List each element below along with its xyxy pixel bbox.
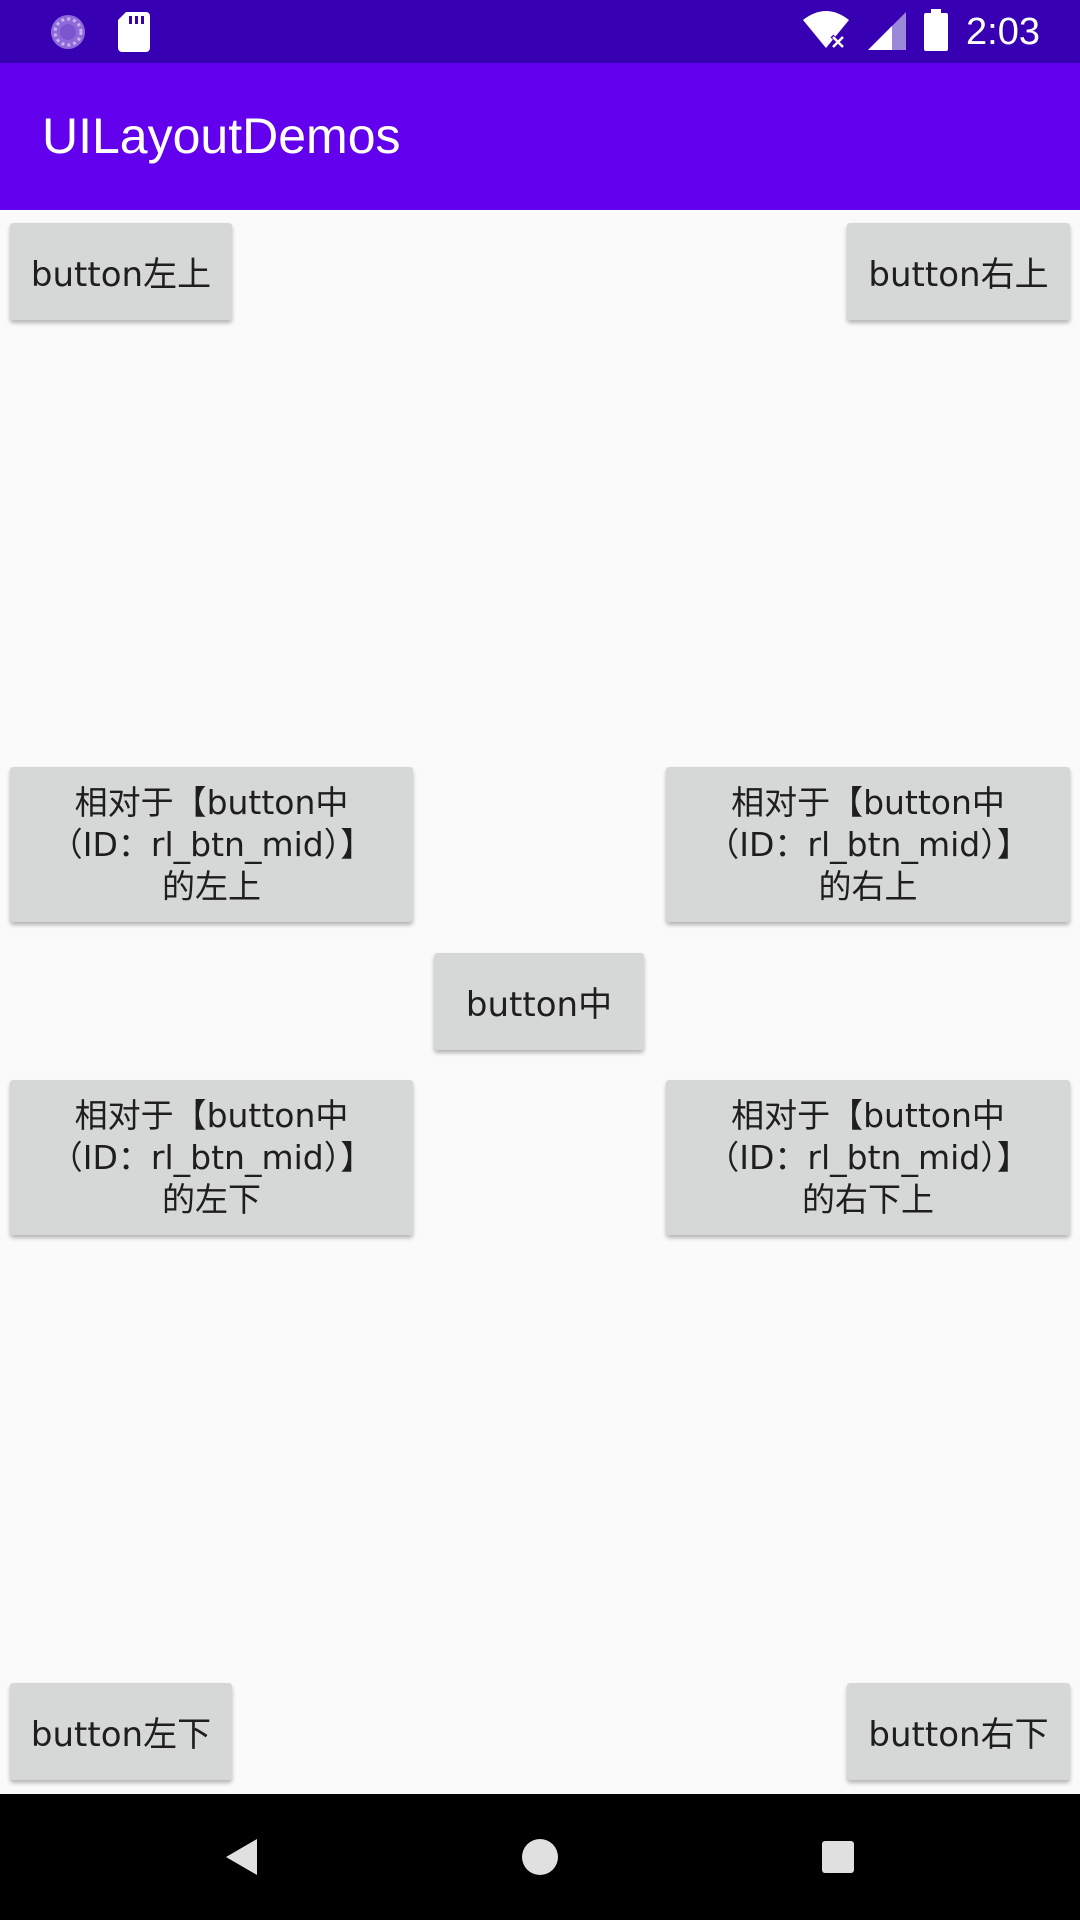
app-title: UILayoutDemos [42,108,401,164]
button-line: 的左上 [162,866,261,906]
relative-layout-content: button左上 button右上 相对于【button中 （ID：rl_btn… [0,210,1080,1794]
sync-icon [48,12,88,56]
status-right-icons: 2:03 [802,8,1040,56]
button-relative-bottom-right[interactable]: 相对于【button中 （ID：rl_btn_mid）】 的右下上 [666,1080,1070,1235]
status-bar: 2:03 [0,0,1080,63]
button-top-left[interactable]: button左上 [10,223,232,320]
signal-icon [868,10,907,54]
clock: 2:03 [966,11,1040,53]
status-left-icons [48,12,150,56]
button-line: 相对于【button中 [731,782,1005,822]
navigation-bar [0,1794,1080,1920]
button-middle[interactable]: button中 [434,953,644,1050]
back-icon[interactable] [211,1827,271,1887]
button-bottom-left[interactable]: button左下 [10,1683,232,1780]
sd-card-icon [118,12,150,56]
button-line: （ID：rl_btn_mid）】 [706,824,1030,864]
button-relative-bottom-left[interactable]: 相对于【button中 （ID：rl_btn_mid）】 的左下 [10,1080,413,1235]
button-relative-top-left[interactable]: 相对于【button中 （ID：rl_btn_mid）】 的左上 [10,767,413,922]
button-line: 的右上 [818,866,918,906]
button-line: （ID：rl_btn_mid）】 [49,824,374,864]
button-line: 相对于【button中 [74,1095,349,1135]
button-bottom-right[interactable]: button右下 [847,1683,1070,1780]
home-icon[interactable] [510,1827,570,1887]
button-line: 相对于【button中 [74,782,349,822]
battery-icon [924,9,949,55]
button-relative-top-right[interactable]: 相对于【button中 （ID：rl_btn_mid）】 的右上 [666,767,1070,922]
button-line: 的左下 [162,1179,261,1219]
wifi-off-icon [802,10,850,54]
button-line: （ID：rl_btn_mid）】 [706,1137,1030,1177]
button-line: 的右下上 [802,1179,934,1219]
button-top-right[interactable]: button右上 [847,223,1070,320]
app-bar: UILayoutDemos [0,63,1080,210]
recents-icon[interactable] [808,1827,868,1887]
button-line: （ID：rl_btn_mid）】 [49,1137,374,1177]
button-line: 相对于【button中 [731,1095,1005,1135]
